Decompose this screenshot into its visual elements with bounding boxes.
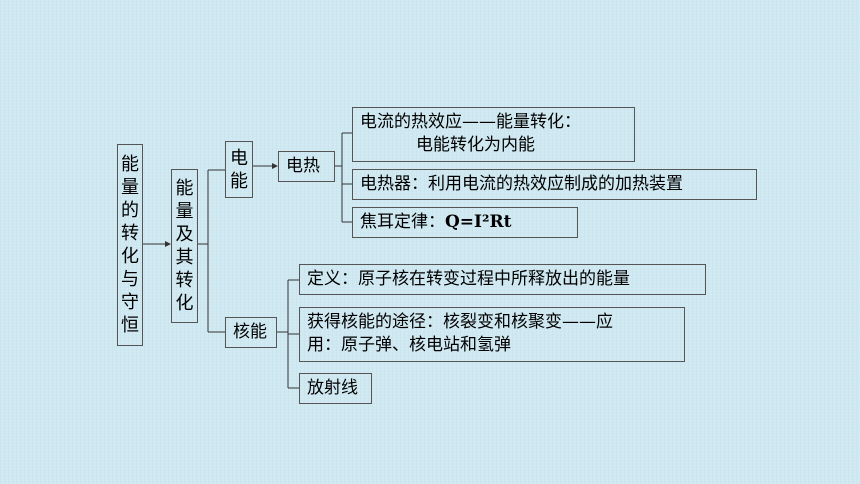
electric-heat-node: 电热 [278,151,335,182]
root-char: 守 [121,292,139,313]
joule-law-node: 焦耳定律：Q=I²Rt [352,207,578,238]
joule-formula: Q=I²Rt [445,212,512,232]
radiation-label: 放射线 [307,378,358,398]
root-char: 与 [121,269,139,290]
level1-char: 转 [175,270,194,291]
nuclear-definition-node: 定义：原子核在转变过程中所释放出的能量 [299,264,706,295]
heat-effect-node: 电流的热效应——能量转化： 电能转化为内能 [352,107,635,162]
nuclear-energy-node: 核能 [225,317,277,348]
joule-prefix: 焦耳定律： [360,212,445,232]
electric-char: 电 [230,147,248,169]
nuclear-way-node: 获得核能的途径：核裂变和核聚变——应 用：原子弹、核电站和氢弹 [299,307,685,362]
root-char: 恒 [121,315,139,336]
energy-conversion-node: 能量及其转化 [171,169,198,323]
root-char: 的 [121,200,139,221]
nuclear-definition-label: 定义：原子核在转变过程中所释放出的能量 [307,269,630,289]
nuclear-label: 核能 [233,322,267,342]
level1-char: 化 [175,293,194,314]
level1-char: 能 [175,178,194,199]
level1-char: 其 [175,247,194,268]
electric-heat-label: 电热 [286,156,320,176]
radiation-node: 放射线 [299,373,372,404]
heat-effect-line1: 电流的热效应——能量转化： [360,112,581,132]
heat-effect-line2: 电能转化为内能 [416,135,535,155]
electric-energy-node: 电能 [225,141,253,198]
root-node: 能量的转化与守恒 [117,144,143,346]
root-char: 转 [121,223,139,244]
nuclear-way-line1: 获得核能的途径：核裂变和核聚变——应 [307,312,613,332]
level1-char: 及 [175,224,194,245]
electric-char: 能 [230,170,248,192]
heater-label: 电热器：利用电流的热效应制成的加热装置 [360,174,683,194]
heater-node: 电热器：利用电流的热效应制成的加热装置 [352,169,757,200]
root-char: 能 [121,154,139,175]
level1-char: 量 [175,201,194,222]
root-char: 化 [121,246,139,267]
root-char: 量 [121,177,139,198]
nuclear-way-line2: 用：原子弹、核电站和氢弹 [307,335,511,355]
